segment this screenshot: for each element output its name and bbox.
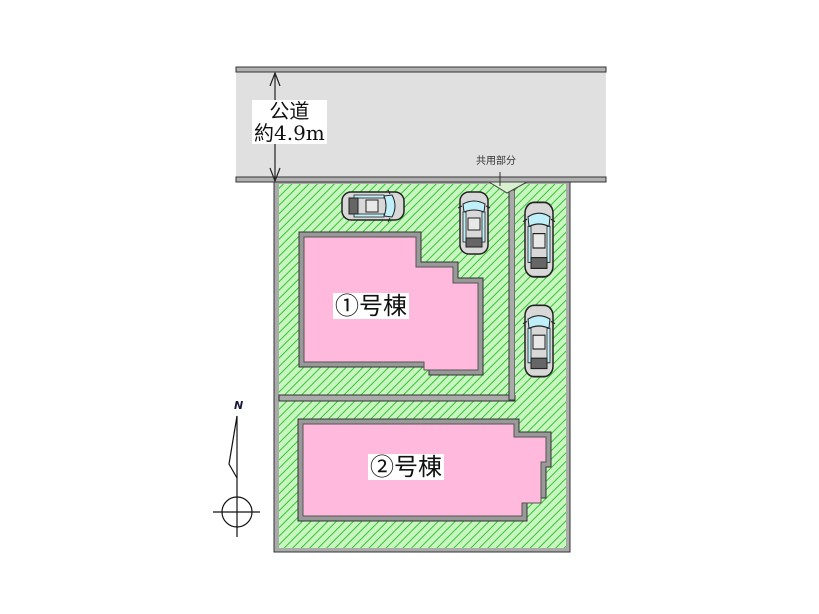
shared-area-label: 共用部分 — [476, 156, 516, 167]
north-label: N — [234, 399, 244, 412]
parking-car-4 — [522, 304, 556, 378]
parking-car-1 — [341, 189, 405, 223]
building-2-label: ②号棟 — [368, 453, 444, 481]
road-width: 約4.9m — [254, 121, 325, 145]
shared-area-marker — [487, 172, 528, 194]
parking-car-2 — [457, 191, 491, 255]
parking-car-3 — [522, 201, 556, 278]
road-name: 公道 — [269, 99, 310, 123]
building-1-label: ①号棟 — [333, 292, 409, 320]
north-compass-icon — [213, 415, 260, 537]
road-label: 公道 約4.9m — [252, 100, 327, 144]
